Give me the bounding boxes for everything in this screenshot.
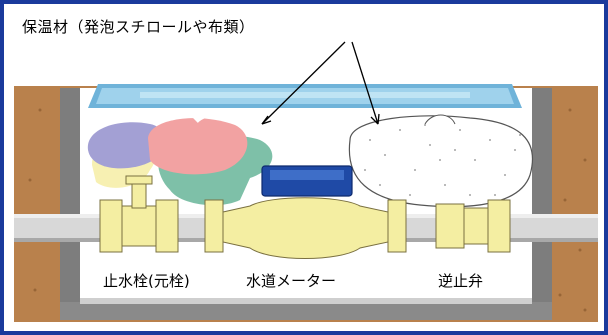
stop-valve bbox=[99, 175, 179, 253]
insulation-cloth bbox=[87, 108, 276, 206]
styrofoam-block bbox=[348, 114, 534, 208]
stop-valve-label: 止水栓(元栓) bbox=[103, 272, 190, 290]
box-bottom bbox=[60, 302, 552, 320]
insulation-caption: 保温材（発泡スチロールや布類） bbox=[22, 18, 255, 36]
check-valve bbox=[435, 199, 511, 253]
meter-box-lid bbox=[88, 84, 522, 108]
check-valve-label: 逆止弁 bbox=[438, 272, 484, 290]
water-meter-label: 水道メーター bbox=[246, 272, 337, 290]
caption-leaders bbox=[261, 41, 380, 125]
water-meter bbox=[204, 165, 407, 259]
